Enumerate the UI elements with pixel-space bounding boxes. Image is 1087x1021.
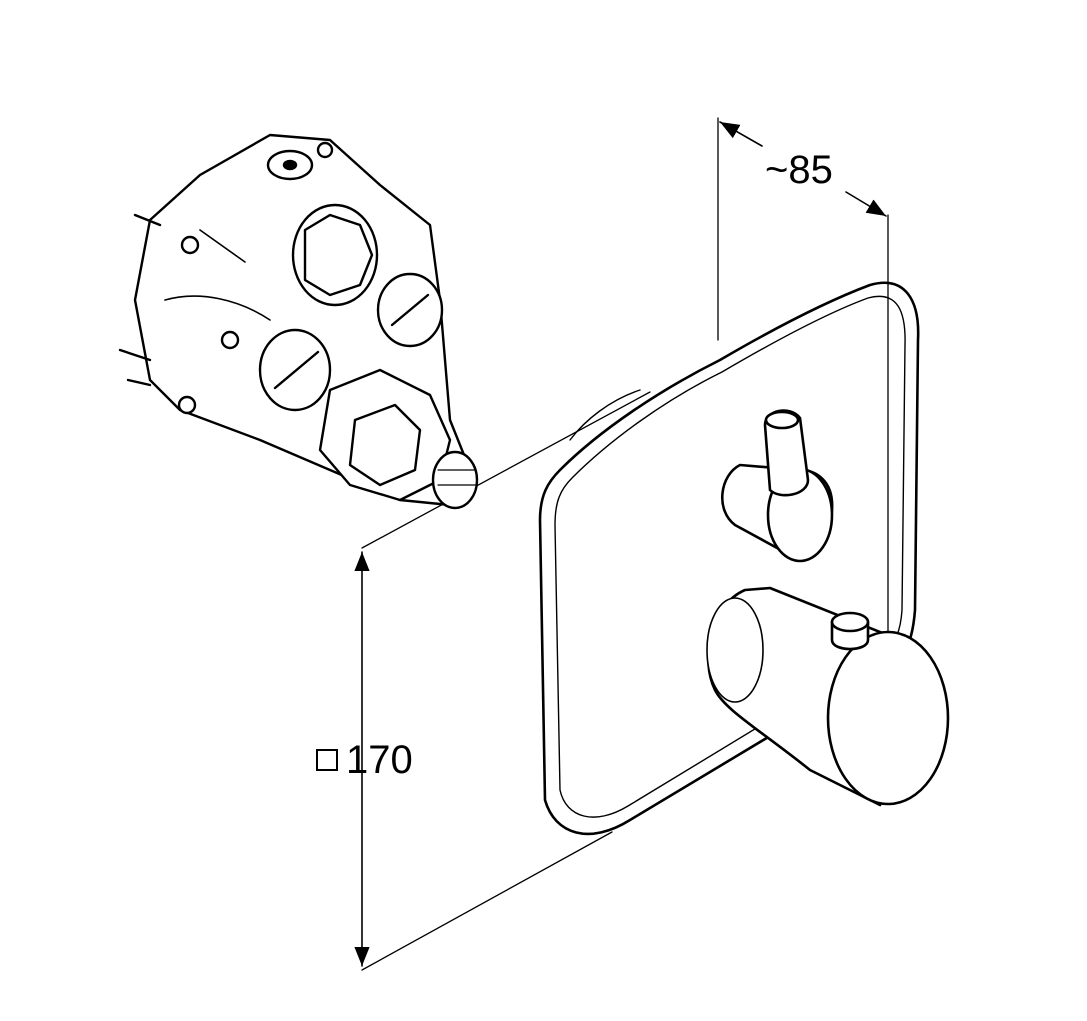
size-dimension-label: 170: [316, 740, 413, 780]
square-symbol-icon: [316, 749, 338, 771]
valve-body: [118, 133, 479, 510]
size-dimension-value: 170: [346, 738, 413, 782]
depth-dimension-label: ~85: [765, 148, 833, 192]
dimension-lines: [354, 117, 889, 971]
cover-plate: [538, 281, 920, 836]
diverter-knob: [721, 409, 834, 563]
thermostat-knob: [706, 586, 950, 807]
